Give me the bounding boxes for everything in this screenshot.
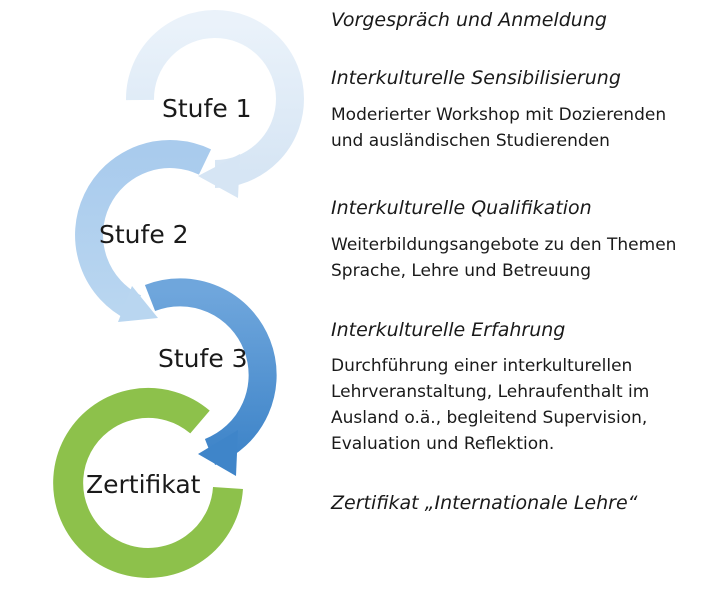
certificate-arc (53, 387, 243, 578)
step-experience-text: Durchführung einer interkulturellen Lehr… (331, 356, 650, 454)
stage-arcs (53, 10, 304, 578)
stage-1-label: Stufe 1 (162, 94, 252, 123)
step-sensitization-text: Moderierter Workshop mit Dozierenden und… (331, 105, 667, 151)
step-certificate-heading: Zertifikat „Internationale Lehre“ (331, 492, 638, 514)
stage-3-arrowhead (198, 430, 238, 476)
certificate-label: Zertifikat (86, 470, 201, 499)
stage-2-label: Stufe 2 (99, 220, 189, 249)
stage-1-arrowhead (198, 154, 240, 198)
step-qualification-heading: Interkulturelle Qualifikation (331, 197, 592, 219)
stage-3-label: Stufe 3 (158, 344, 248, 373)
step-preliminary-heading: Vorgespräch und Anmeldung (331, 9, 607, 31)
stage-3-arc (144, 278, 277, 466)
stage-1-arc (125, 10, 304, 188)
step-sensitization-heading: Interkulturelle Sensibilisierung (331, 67, 621, 89)
step-experience-heading: Interkulturelle Erfahrung (331, 319, 566, 341)
step-qualification-text: Weiterbildungsangebote zu den Themen Spr… (331, 235, 677, 281)
stage-2-arc (75, 140, 212, 321)
stage-2-arrowhead (118, 286, 158, 322)
stage-diagram: Stufe 1 Stufe 2 Stufe 3 Zertifikat (0, 0, 320, 600)
